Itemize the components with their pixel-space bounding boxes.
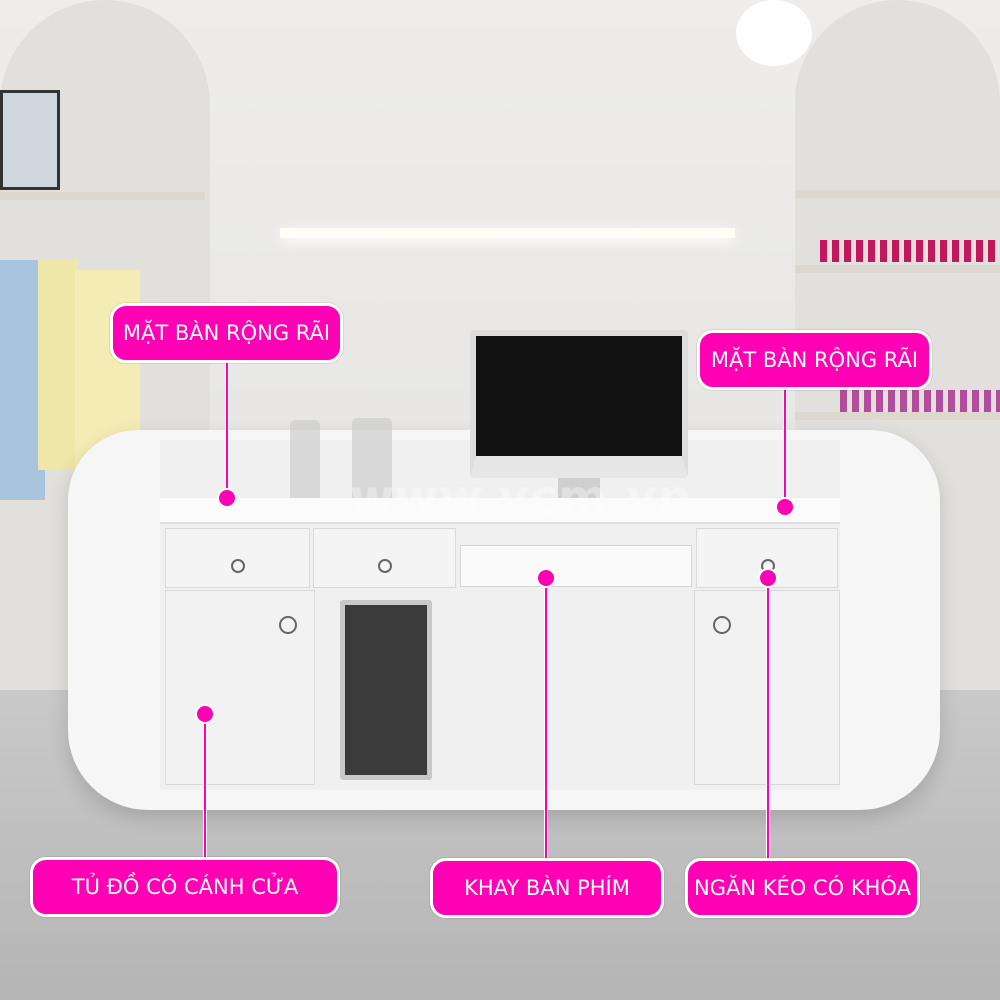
nail-polish-row [840,390,1000,412]
watermark: www.vcm.vn [350,470,692,526]
callout-line [783,388,787,507]
wall-poster [0,90,60,190]
keyboard-tray [460,545,692,587]
blue-shirt [0,260,45,500]
callout-line [766,578,770,860]
callout-line [203,714,207,860]
callout-line [225,360,229,498]
vase [290,420,320,510]
callout-desk-left: MẶT BÀN RỘNG RÃI [110,303,343,363]
drawer [165,528,310,588]
callout-dot [775,497,795,517]
yellow-shirt [38,260,78,470]
callout-dot [195,704,215,724]
computer-monitor [470,330,688,478]
pc-tower [340,600,432,780]
lock-drawer [696,528,838,588]
light-strip [280,228,735,238]
nail-polish-row [820,240,1000,262]
callout-desk-right: MẶT BÀN RỘNG RÃI [697,330,932,390]
cabinet-door [165,590,315,785]
callout-cabinet: TỦ ĐỒ CÓ CÁNH CỬA [30,857,340,917]
callout-lock-drawer: NGĂN KÉO CÓ KHÓA [685,858,920,918]
vase [352,418,392,506]
callout-line [544,578,548,860]
callout-dot [758,568,778,588]
display-shelf [795,412,1000,420]
callout-dot [536,568,556,588]
callout-dot [217,488,237,508]
display-shelf [795,265,1000,273]
drawer [313,528,456,588]
callout-keyboard-tray: KHAY BÀN PHÍM [430,858,664,918]
wall-shelf [0,192,205,200]
display-shelf [795,190,1000,198]
pendant-lamp [736,0,812,66]
desk-surface [160,498,840,524]
